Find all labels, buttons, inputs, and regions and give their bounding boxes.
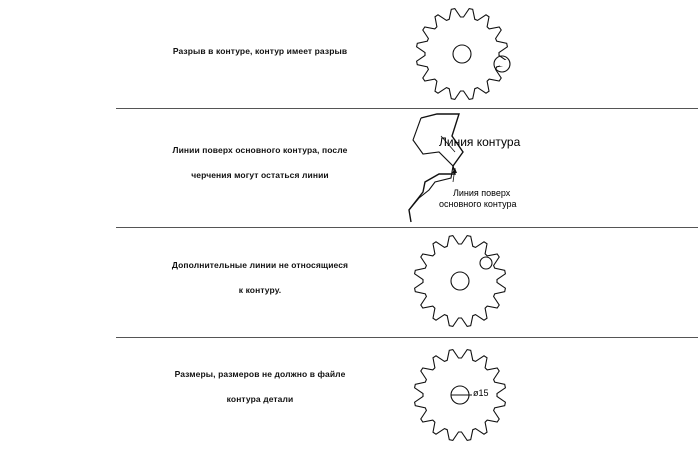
row-overlap-description: Линии поверх основного контура, после че…	[150, 145, 370, 181]
gear-center-hole	[450, 271, 470, 291]
overlap-label-1: Линия поверх	[453, 188, 511, 198]
gear-outline	[415, 7, 509, 101]
gear-with-dimension-figure: ø15	[413, 348, 507, 442]
row-overlap-line-2: черчения могут остаться линии	[191, 170, 329, 180]
row-divider-3	[116, 337, 698, 338]
row-divider-1	[116, 108, 698, 109]
row-dimensions-line-1: Размеры, размеров не должно в файле	[174, 369, 346, 379]
row-gap-line-1: Разрыв в контуре, контур имеет разрыв	[172, 46, 348, 56]
gear-center-hole	[452, 44, 472, 64]
row-dimensions-description: Размеры, размеров не должно в файле конт…	[150, 369, 370, 405]
extra-circle	[479, 256, 493, 270]
contour-label: Линия контура	[439, 135, 521, 149]
gear-outline	[413, 348, 507, 442]
overlap-label-2: основного контура	[439, 199, 516, 209]
dimension-label: ø15	[473, 388, 489, 398]
contour-gap	[500, 60, 510, 66]
overlap-arrowhead	[452, 168, 457, 173]
gear-with-gap-figure	[415, 7, 511, 101]
gear-with-extra-line-figure	[413, 234, 507, 328]
row-divider-2	[116, 227, 698, 228]
overlap-line	[408, 117, 454, 211]
row-extra-line-1: Дополнительные линии не относящиеся	[171, 260, 349, 270]
row-gap-description: Разрыв в контуре, контур имеет разрыв	[150, 46, 370, 57]
contour-label-leader	[440, 135, 456, 153]
row-dimensions-line-2: контура детали	[226, 394, 294, 404]
row-extra-description: Дополнительные линии не относящиеся к ко…	[150, 260, 370, 296]
overlap-lines-figure: Линия контура Линия поверх основного кон…	[408, 113, 521, 223]
gap-highlight-circle	[493, 55, 511, 73]
row-extra-line-2: к контуру.	[238, 285, 282, 295]
row-overlap-line-1: Линии поверх основного контура, после	[172, 145, 348, 155]
gear-outline	[413, 234, 507, 328]
